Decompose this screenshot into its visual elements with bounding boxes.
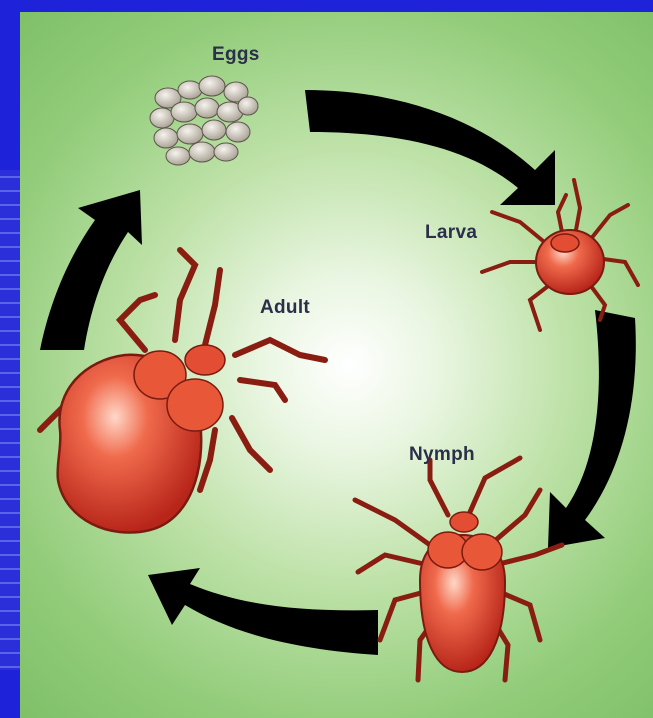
label-larva: Larva xyxy=(425,222,477,244)
arrow-nymph-to-adult xyxy=(148,568,378,655)
larva-body xyxy=(536,230,604,294)
adult-body xyxy=(58,345,225,533)
nymph-body xyxy=(420,512,505,672)
label-adult: Adult xyxy=(260,297,310,319)
arrow-larva-to-nymph xyxy=(548,310,636,548)
label-nymph: Nymph xyxy=(409,444,475,466)
arrow-eggs-to-larva xyxy=(305,90,555,205)
eggs-cluster xyxy=(150,76,258,165)
label-eggs: Eggs xyxy=(212,44,260,66)
